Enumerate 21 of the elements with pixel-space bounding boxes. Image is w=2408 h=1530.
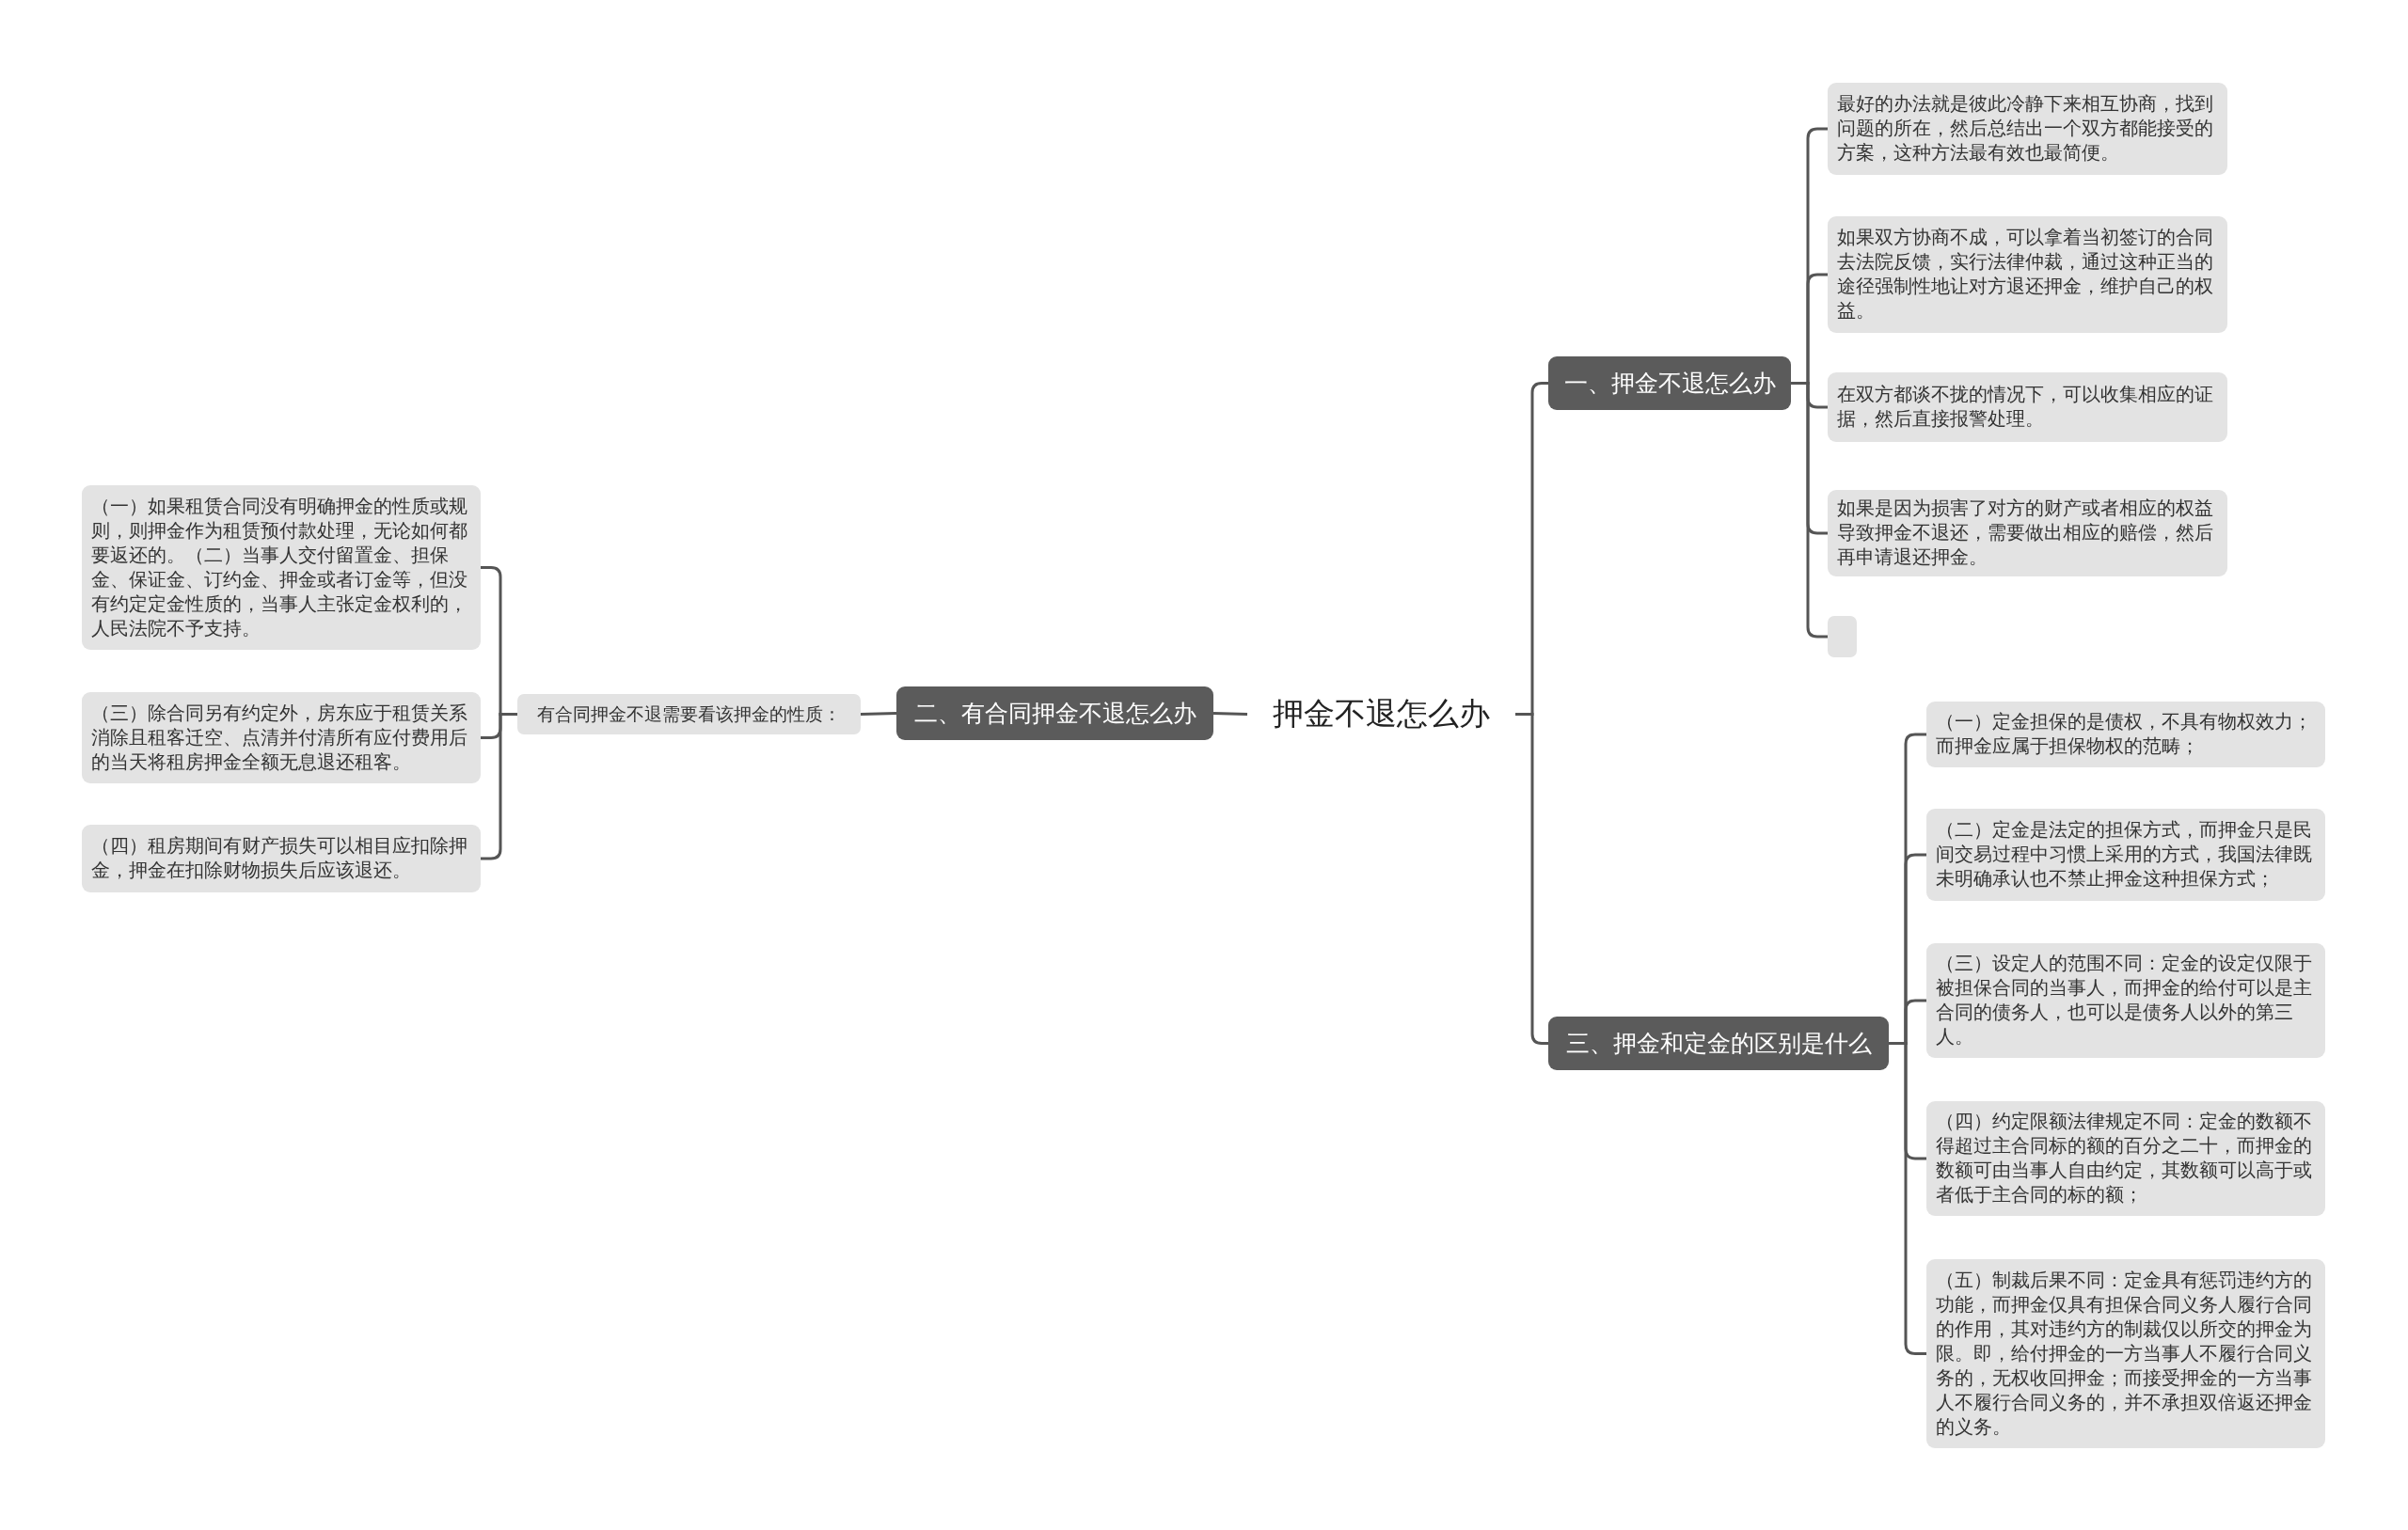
connector-line bbox=[1212, 712, 1248, 716]
note-box: 最好的办法就是彼此冷静下来相互协商，找到问题的所在，然后总结出一个双方都能接受的方案，这种方法最有效也最简便。 bbox=[1828, 83, 2227, 175]
note-box: （四）约定限额法律规定不同：定金的数额不得超过主合同标的额的百分之二十，而押金的数额可由当事人自由约定，其数额可以高于或者低于主合同的标的额； bbox=[1926, 1101, 2325, 1216]
connector-line bbox=[860, 712, 897, 716]
empty-box bbox=[1828, 616, 1857, 657]
subtopic-box: 有合同押金不退需要看该押金的性质： bbox=[517, 694, 861, 734]
central-topic: 押金不退怎么办 bbox=[1260, 688, 1502, 740]
note-box: 如果双方协商不成，可以拿着当初签订的合同去法院反馈，实行法律仲裁，通过这种正当的途径强制性地让对方退还押金，维护自己的权益。 bbox=[1828, 216, 2227, 333]
topic-box: 二、有合同押金不退怎么办 bbox=[896, 686, 1213, 740]
note-box: （三）除合同另有约定外，房东应于租赁关系消除且租客迁空、点清并付清所有应付费用后的当天将租房押金全额无息退还租客。 bbox=[82, 692, 481, 783]
topic-box: 一、押金不退怎么办 bbox=[1548, 356, 1791, 410]
topic-box: 三、押金和定金的区别是什么 bbox=[1548, 1017, 1889, 1070]
connector-line bbox=[481, 713, 517, 860]
note-box: 如果是因为损害了对方的财产或者相应的权益导致押金不退还，需要做出相应的赔偿，然后再申请退还押金。 bbox=[1828, 490, 2227, 576]
note-box: （五）制裁后果不同：定金具有惩罚违约方的功能，而押金仅具有担保合同义务人履行合同的作用，其对违约方的制裁仅以所交的押金为限。即，给付押金的一方当事人不履行合同义务的，无权收回押金；而接受押金的一方当事人不履行合同义务的，并不承担双倍返还押金的义务。 bbox=[1926, 1259, 2325, 1448]
note-box: （三）设定人的范围不同：定金的设定仅限于被担保合同的当事人，而押金的给付可以是主合同的债务人，也可以是债务人以外的第三人。 bbox=[1926, 943, 2325, 1058]
note-box: （四）租房期间有财产损失可以相目应扣除押金，押金在扣除财物损失后应该退还。 bbox=[82, 825, 481, 892]
note-box: （二）定金是法定的担保方式，而押金只是民间交易过程中习惯上采用的方式，我国法律既未明确承认也不禁止押金这种担保方式； bbox=[1926, 809, 2325, 901]
note-box: （一）定金担保的是债权，不具有物权效力；而押金应属于担保物权的范畴； bbox=[1926, 702, 2325, 767]
note-box: 在双方都谈不拢的情况下，可以收集相应的证据，然后直接报警处理。 bbox=[1828, 372, 2227, 442]
note-box: （一）如果租赁合同没有明确押金的性质或规则，则押金作为租赁预付款处理，无论如何都要返还的。（二）当事人交付留置金、担保金、保证金、订约金、押金或者订金等，但没有约定定金性质的，当事人主张定金权利的，人民法院不予支持。 bbox=[82, 485, 481, 650]
